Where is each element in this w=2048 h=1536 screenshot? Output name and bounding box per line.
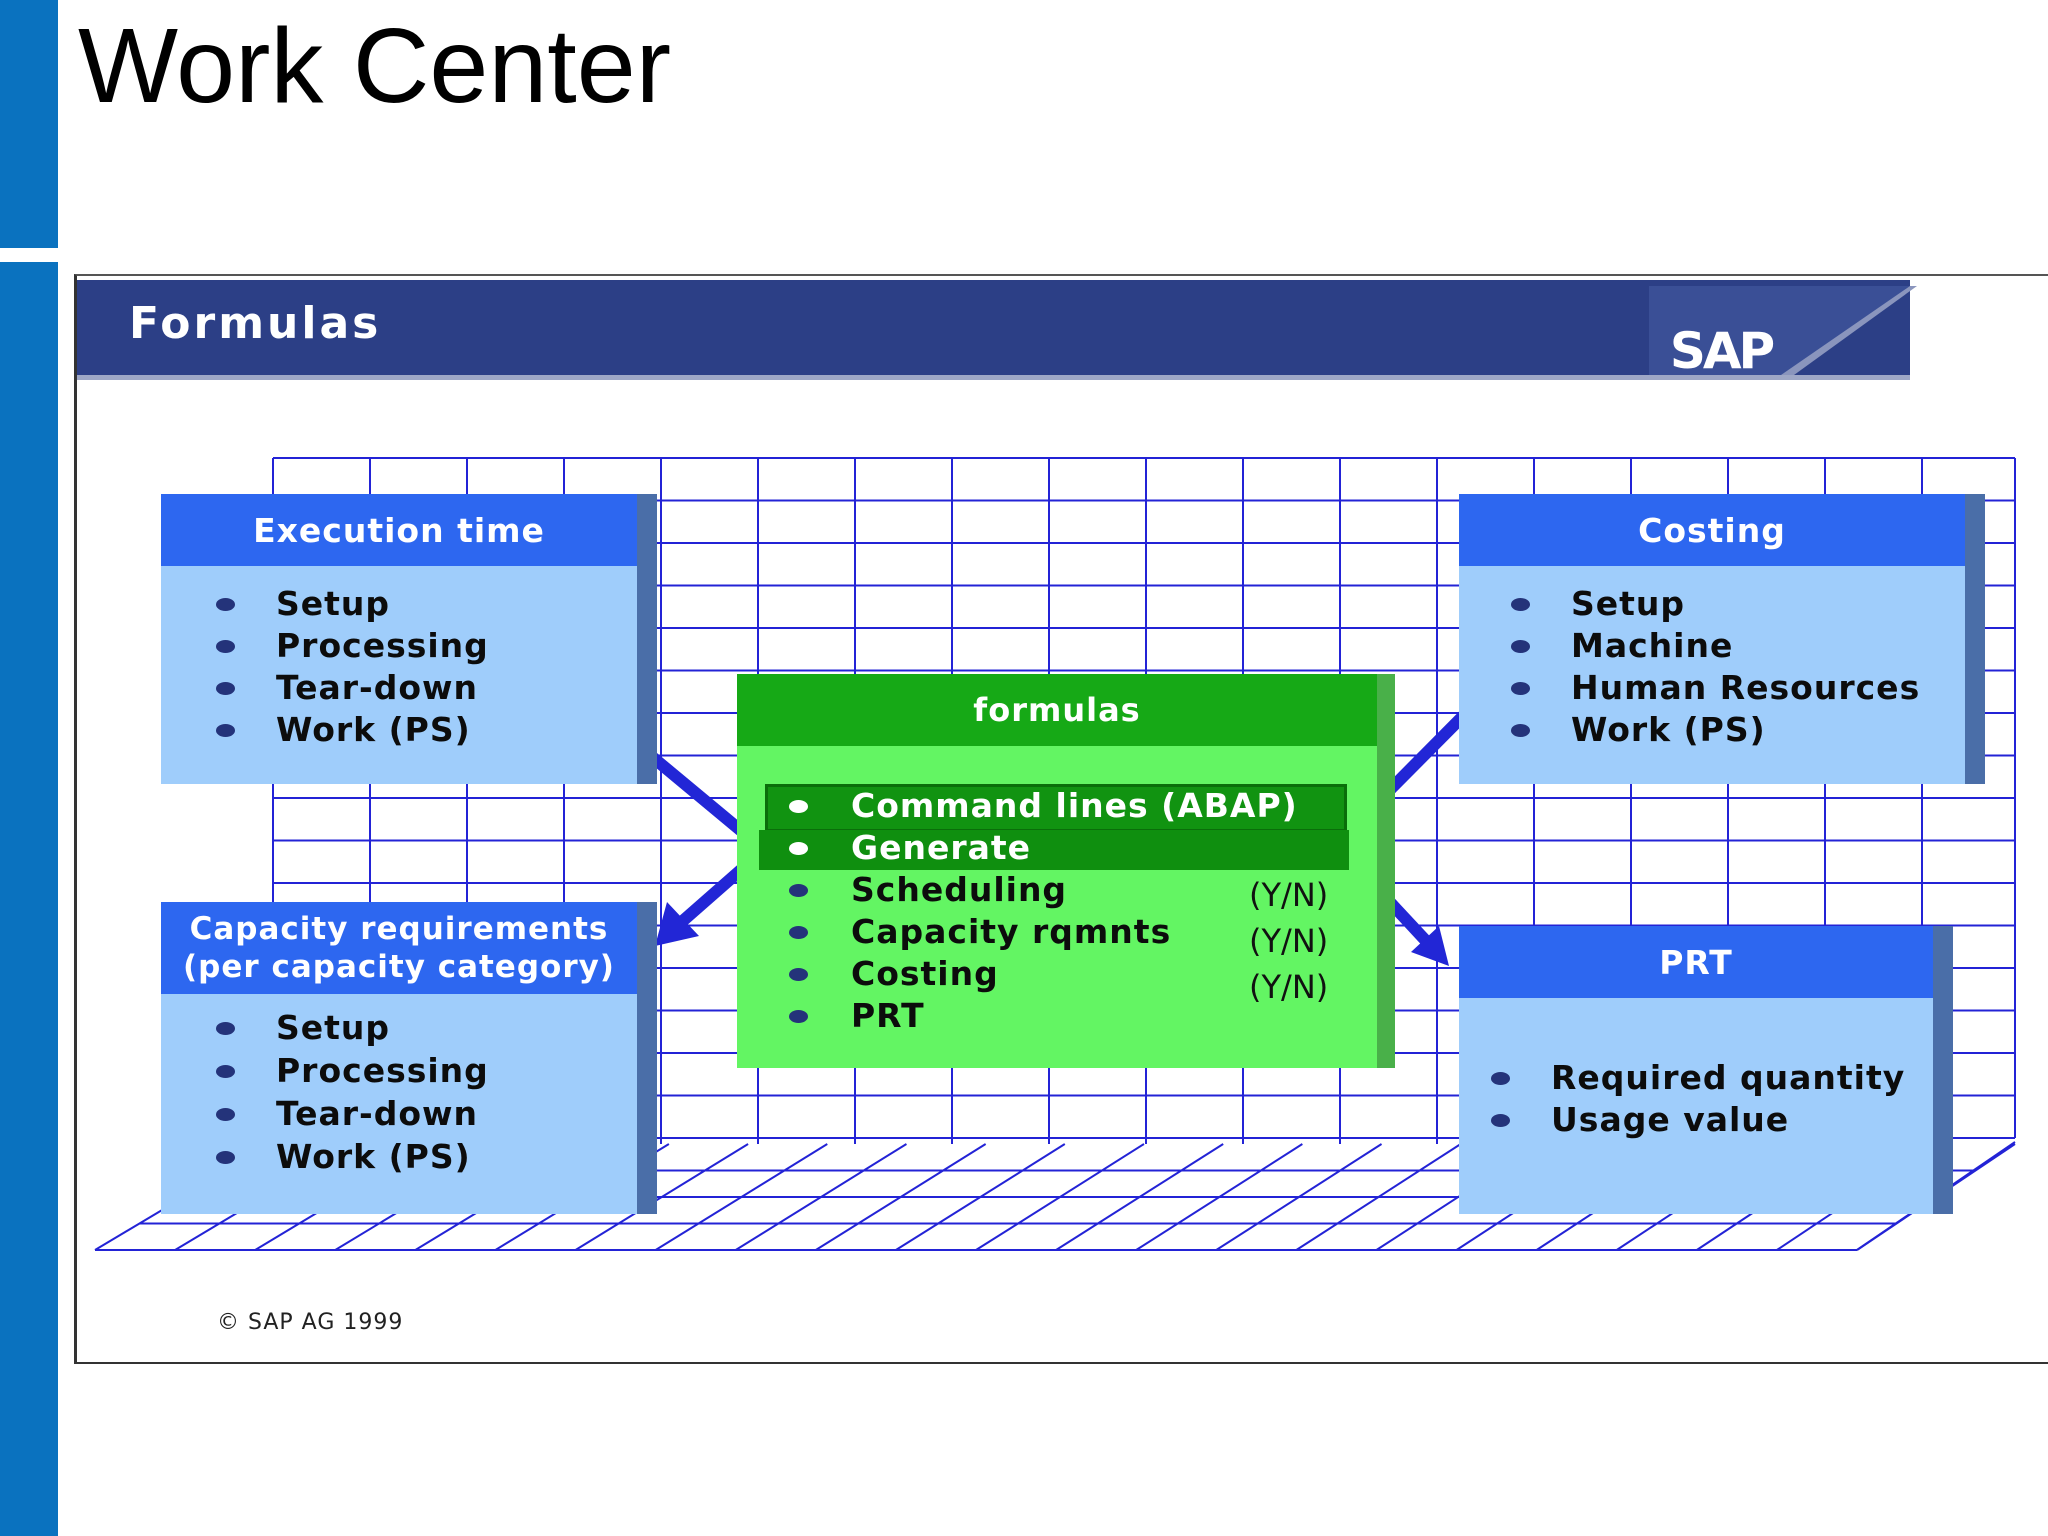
- list-item: Costing: [737, 954, 1298, 996]
- sap-logo: [1649, 286, 1917, 375]
- arrow-head-prt: [1411, 926, 1449, 966]
- list-item: Processing: [161, 626, 489, 668]
- execution-time-body: Setup Processing Tear-down Work (PS): [161, 566, 637, 784]
- bullet-icon: [789, 926, 808, 939]
- capacity-requirements-box: Capacity requirements (per capacity cate…: [161, 902, 657, 1214]
- capacity-list: Setup Processing Tear-down Work (PS): [161, 1008, 489, 1180]
- bullet-icon: [789, 884, 808, 897]
- box-side: [1377, 674, 1395, 1068]
- execution-time-title: Execution time: [161, 494, 637, 566]
- arrow-head-capacity: [655, 902, 699, 946]
- highlight-generate: [759, 830, 1349, 870]
- list-item: Setup: [161, 584, 489, 626]
- bullet-icon: [1491, 1114, 1510, 1127]
- bullet-icon: [1491, 1072, 1510, 1085]
- execution-time-box: Execution time Setup Processing Tear-dow…: [161, 494, 657, 784]
- list-item: Tear-down: [161, 1094, 489, 1137]
- list-item: Processing: [161, 1051, 489, 1094]
- list-item: Work (PS): [1459, 710, 1920, 752]
- execution-time-list: Setup Processing Tear-down Work (PS): [161, 584, 489, 752]
- slide-header-title: Formulas: [129, 298, 382, 349]
- sidebar-accent-top: [0, 0, 58, 248]
- bullet-icon: [1511, 724, 1530, 737]
- slide-panel: Formulas SAP Execution time Setup Proces…: [74, 274, 2048, 1364]
- bullet-icon: [216, 724, 235, 737]
- box-side: [637, 494, 657, 784]
- costing-box: Costing Setup Machine Human Resources Wo…: [1459, 494, 1985, 784]
- costing-body: Setup Machine Human Resources Work (PS): [1459, 566, 1965, 784]
- list-item: Usage value: [1459, 1100, 1905, 1142]
- formulas-list: Command lines (ABAP) Generate Scheduling…: [737, 786, 1298, 1038]
- page-title: Work Center: [78, 7, 671, 125]
- prt-title: PRT: [1459, 926, 1933, 998]
- box-side: [637, 902, 657, 1214]
- list-item: Work (PS): [161, 1137, 489, 1180]
- header-band-shadow: [77, 375, 1910, 380]
- yn-costing: (Y/N): [1249, 968, 1329, 1006]
- yn-scheduling: (Y/N): [1249, 876, 1329, 914]
- bullet-icon: [789, 1010, 808, 1023]
- list-item: Human Resources: [1459, 668, 1920, 710]
- list-item: PRT: [737, 996, 1298, 1038]
- list-item: Capacity rqmnts: [737, 912, 1298, 954]
- capacity-title-line2: (per capacity category): [183, 949, 615, 985]
- sap-logo-text: SAP: [1669, 322, 1775, 380]
- prt-body: Required quantity Usage value: [1459, 998, 1933, 1214]
- bullet-icon: [789, 800, 808, 813]
- list-item: Scheduling: [737, 870, 1298, 912]
- list-item: Work (PS): [161, 710, 489, 752]
- list-item: Generate: [737, 828, 1298, 870]
- bullet-icon: [789, 968, 808, 981]
- bullet-icon: [216, 1108, 235, 1121]
- formulas-box: formulas Command lines (ABAP) Generate S…: [737, 674, 1395, 1068]
- copyright-text: © SAP AG 1999: [217, 1310, 404, 1335]
- bullet-icon: [216, 1151, 235, 1164]
- list-item: Setup: [161, 1008, 489, 1051]
- yn-capacity: (Y/N): [1249, 922, 1329, 960]
- capacity-requirements-title: Capacity requirements (per capacity cate…: [161, 902, 637, 994]
- costing-list: Setup Machine Human Resources Work (PS): [1459, 584, 1920, 752]
- costing-title: Costing: [1459, 494, 1965, 566]
- formulas-body: Command lines (ABAP) Generate Scheduling…: [737, 746, 1377, 1068]
- bullet-icon: [216, 598, 235, 611]
- list-item: Setup: [1459, 584, 1920, 626]
- bullet-icon: [216, 640, 235, 653]
- bullet-icon: [1511, 598, 1530, 611]
- header-band: [77, 280, 1910, 375]
- capacity-title-line1: Capacity requirements: [189, 911, 609, 947]
- formulas-title: formulas: [737, 674, 1377, 746]
- bullet-icon: [1511, 682, 1530, 695]
- bullet-icon: [216, 682, 235, 695]
- prt-box: PRT Required quantity Usage value: [1459, 926, 1953, 1214]
- bullet-icon: [216, 1022, 235, 1035]
- sidebar-accent-bottom: [0, 262, 58, 1536]
- prt-list: Required quantity Usage value: [1459, 1058, 1905, 1142]
- list-item: Required quantity: [1459, 1058, 1905, 1100]
- bullet-icon: [789, 842, 808, 855]
- bullet-icon: [216, 1065, 235, 1078]
- list-item: Machine: [1459, 626, 1920, 668]
- list-item: Command lines (ABAP): [737, 786, 1298, 828]
- box-side: [1965, 494, 1985, 784]
- box-side: [1933, 926, 1953, 1214]
- list-item: Tear-down: [161, 668, 489, 710]
- capacity-requirements-body: Setup Processing Tear-down Work (PS): [161, 994, 637, 1214]
- bullet-icon: [1511, 640, 1530, 653]
